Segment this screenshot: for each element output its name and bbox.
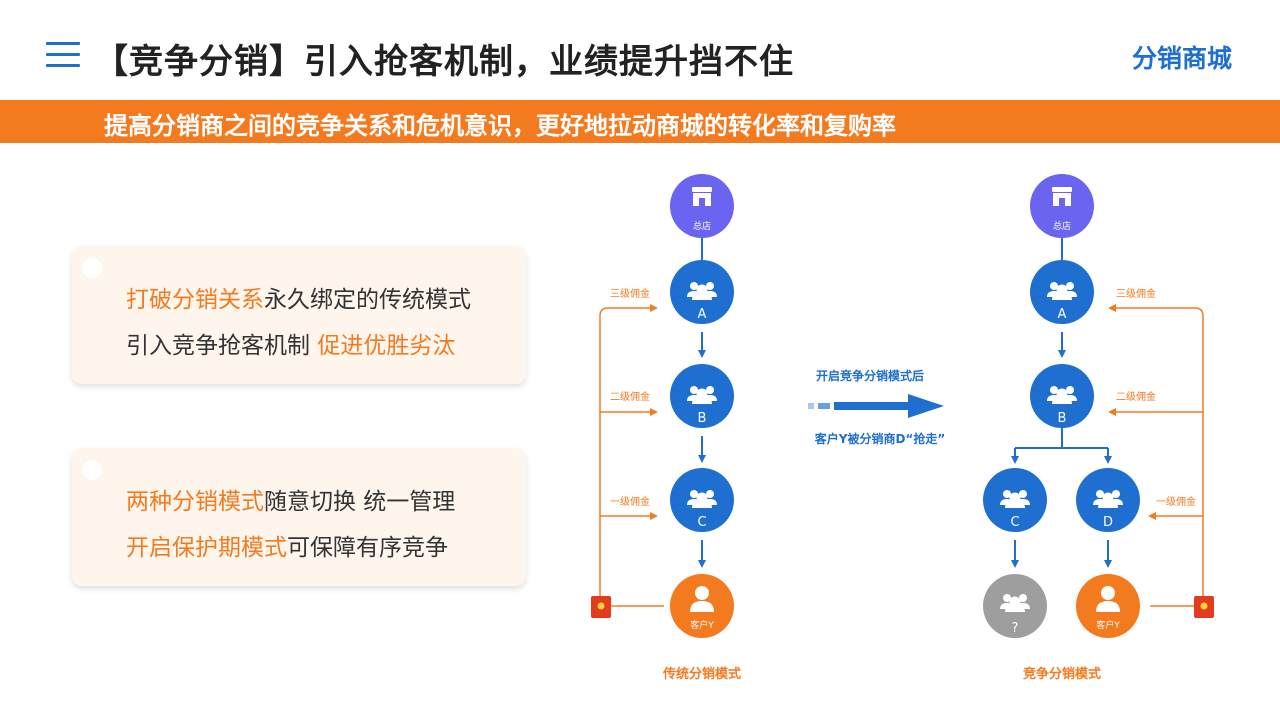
- banner: 提高分销商之间的竞争关系和危机意识，更好地拉动商城的转化率和复购率: [0, 100, 1280, 143]
- person-icon: [1096, 586, 1120, 612]
- card-line: 两种分销模式随意切换 统一管理: [126, 482, 455, 516]
- card-dot: [82, 460, 102, 480]
- node-a: A: [1030, 260, 1094, 324]
- store-label: 总店: [1053, 220, 1071, 232]
- red-packet-icon: [591, 596, 611, 618]
- card-line: 开启保护期模式可保障有序竞争: [126, 528, 448, 562]
- store-node: 总店: [1030, 174, 1094, 238]
- commission-label-2: 二级佣金: [610, 390, 650, 403]
- body-text: 随意切换 统一管理: [264, 489, 456, 515]
- node-c: C: [670, 468, 734, 532]
- transition-top-text: 开启竞争分销模式后: [816, 368, 924, 383]
- card-line: 引入竞争抢客机制 促进优胜劣汰: [126, 326, 455, 360]
- node-label: C: [697, 515, 706, 530]
- store-icon: [692, 187, 712, 206]
- banner-text: 提高分销商之间的竞争关系和危机意识，更好地拉动商城的转化率和复购率: [104, 112, 896, 140]
- transition-bottom-text: 客户Y被分销商D“抢走”: [814, 431, 945, 446]
- customer-label: 客户Y: [690, 619, 714, 631]
- card-dot: [82, 258, 102, 278]
- unknown-node: ?: [983, 574, 1047, 638]
- node-a: A: [670, 260, 734, 324]
- body-text: 引入竞争抢客机制: [126, 333, 318, 359]
- brand-label: 分销商城: [1131, 44, 1232, 73]
- commission-label-1: 一级佣金: [610, 495, 650, 508]
- node-b: B: [670, 364, 734, 428]
- red-packet-icon: [1194, 596, 1214, 618]
- customer-label: 客户Y: [1096, 619, 1120, 631]
- card-line: 打破分销关系永久绑定的传统模式: [126, 280, 471, 314]
- highlight-text: 两种分销模式: [126, 489, 264, 515]
- traditional-caption: 传统分销模式: [662, 666, 741, 682]
- store-icon: [1052, 187, 1072, 206]
- node-label: ?: [1012, 621, 1019, 636]
- menu-icon[interactable]: [46, 40, 80, 70]
- node-label: A: [1058, 307, 1067, 322]
- page-title: 【竞争分销】引入抢客机制，业绩提升挡不住: [94, 42, 794, 82]
- highlight-text: 开启保护期模式: [126, 535, 287, 561]
- person-icon: [690, 586, 714, 612]
- node-b: B: [1030, 364, 1094, 428]
- node-d: D: [1076, 468, 1140, 532]
- commission-label-1: 一级佣金: [1156, 495, 1196, 508]
- highlight-text: 打破分销关系: [126, 287, 264, 313]
- node-label: A: [698, 307, 707, 322]
- feature-card-2: 两种分销模式随意切换 统一管理 开启保护期模式可保障有序竞争: [72, 448, 526, 586]
- competitive-caption: 竞争分销模式: [1023, 666, 1101, 682]
- highlight-text: 促进优胜劣汰: [317, 333, 456, 359]
- body-text: 可保障有序竞争: [287, 535, 448, 561]
- feature-card-1: 打破分销关系永久绑定的传统模式 引入竞争抢客机制 促进优胜劣汰: [72, 246, 526, 384]
- commission-label-2: 二级佣金: [1116, 390, 1156, 403]
- customer-node: 客户Y: [670, 574, 734, 638]
- body-text: 永久绑定的传统模式: [264, 287, 471, 313]
- commission-label-3: 三级佣金: [1116, 287, 1156, 300]
- node-label: B: [1058, 411, 1067, 426]
- store-label: 总店: [693, 220, 711, 232]
- node-label: C: [1010, 515, 1019, 530]
- store-node: 总店: [670, 174, 734, 238]
- transition: 开启竞争分销模式后 客户Y被分销商D“抢走”: [808, 368, 945, 446]
- node-label: D: [1103, 515, 1113, 530]
- node-c: C: [983, 468, 1047, 532]
- node-label: B: [698, 411, 707, 426]
- traditional-mode: 三级佣金 二级佣金 一级佣金 总店 A B: [591, 174, 741, 682]
- competitive-mode: 三级佣金 二级佣金 一级佣金 总店 A B: [983, 174, 1214, 682]
- arrow-icon: [808, 394, 944, 418]
- customer-node: 客户Y: [1076, 574, 1140, 638]
- commission-label-3: 三级佣金: [610, 287, 650, 300]
